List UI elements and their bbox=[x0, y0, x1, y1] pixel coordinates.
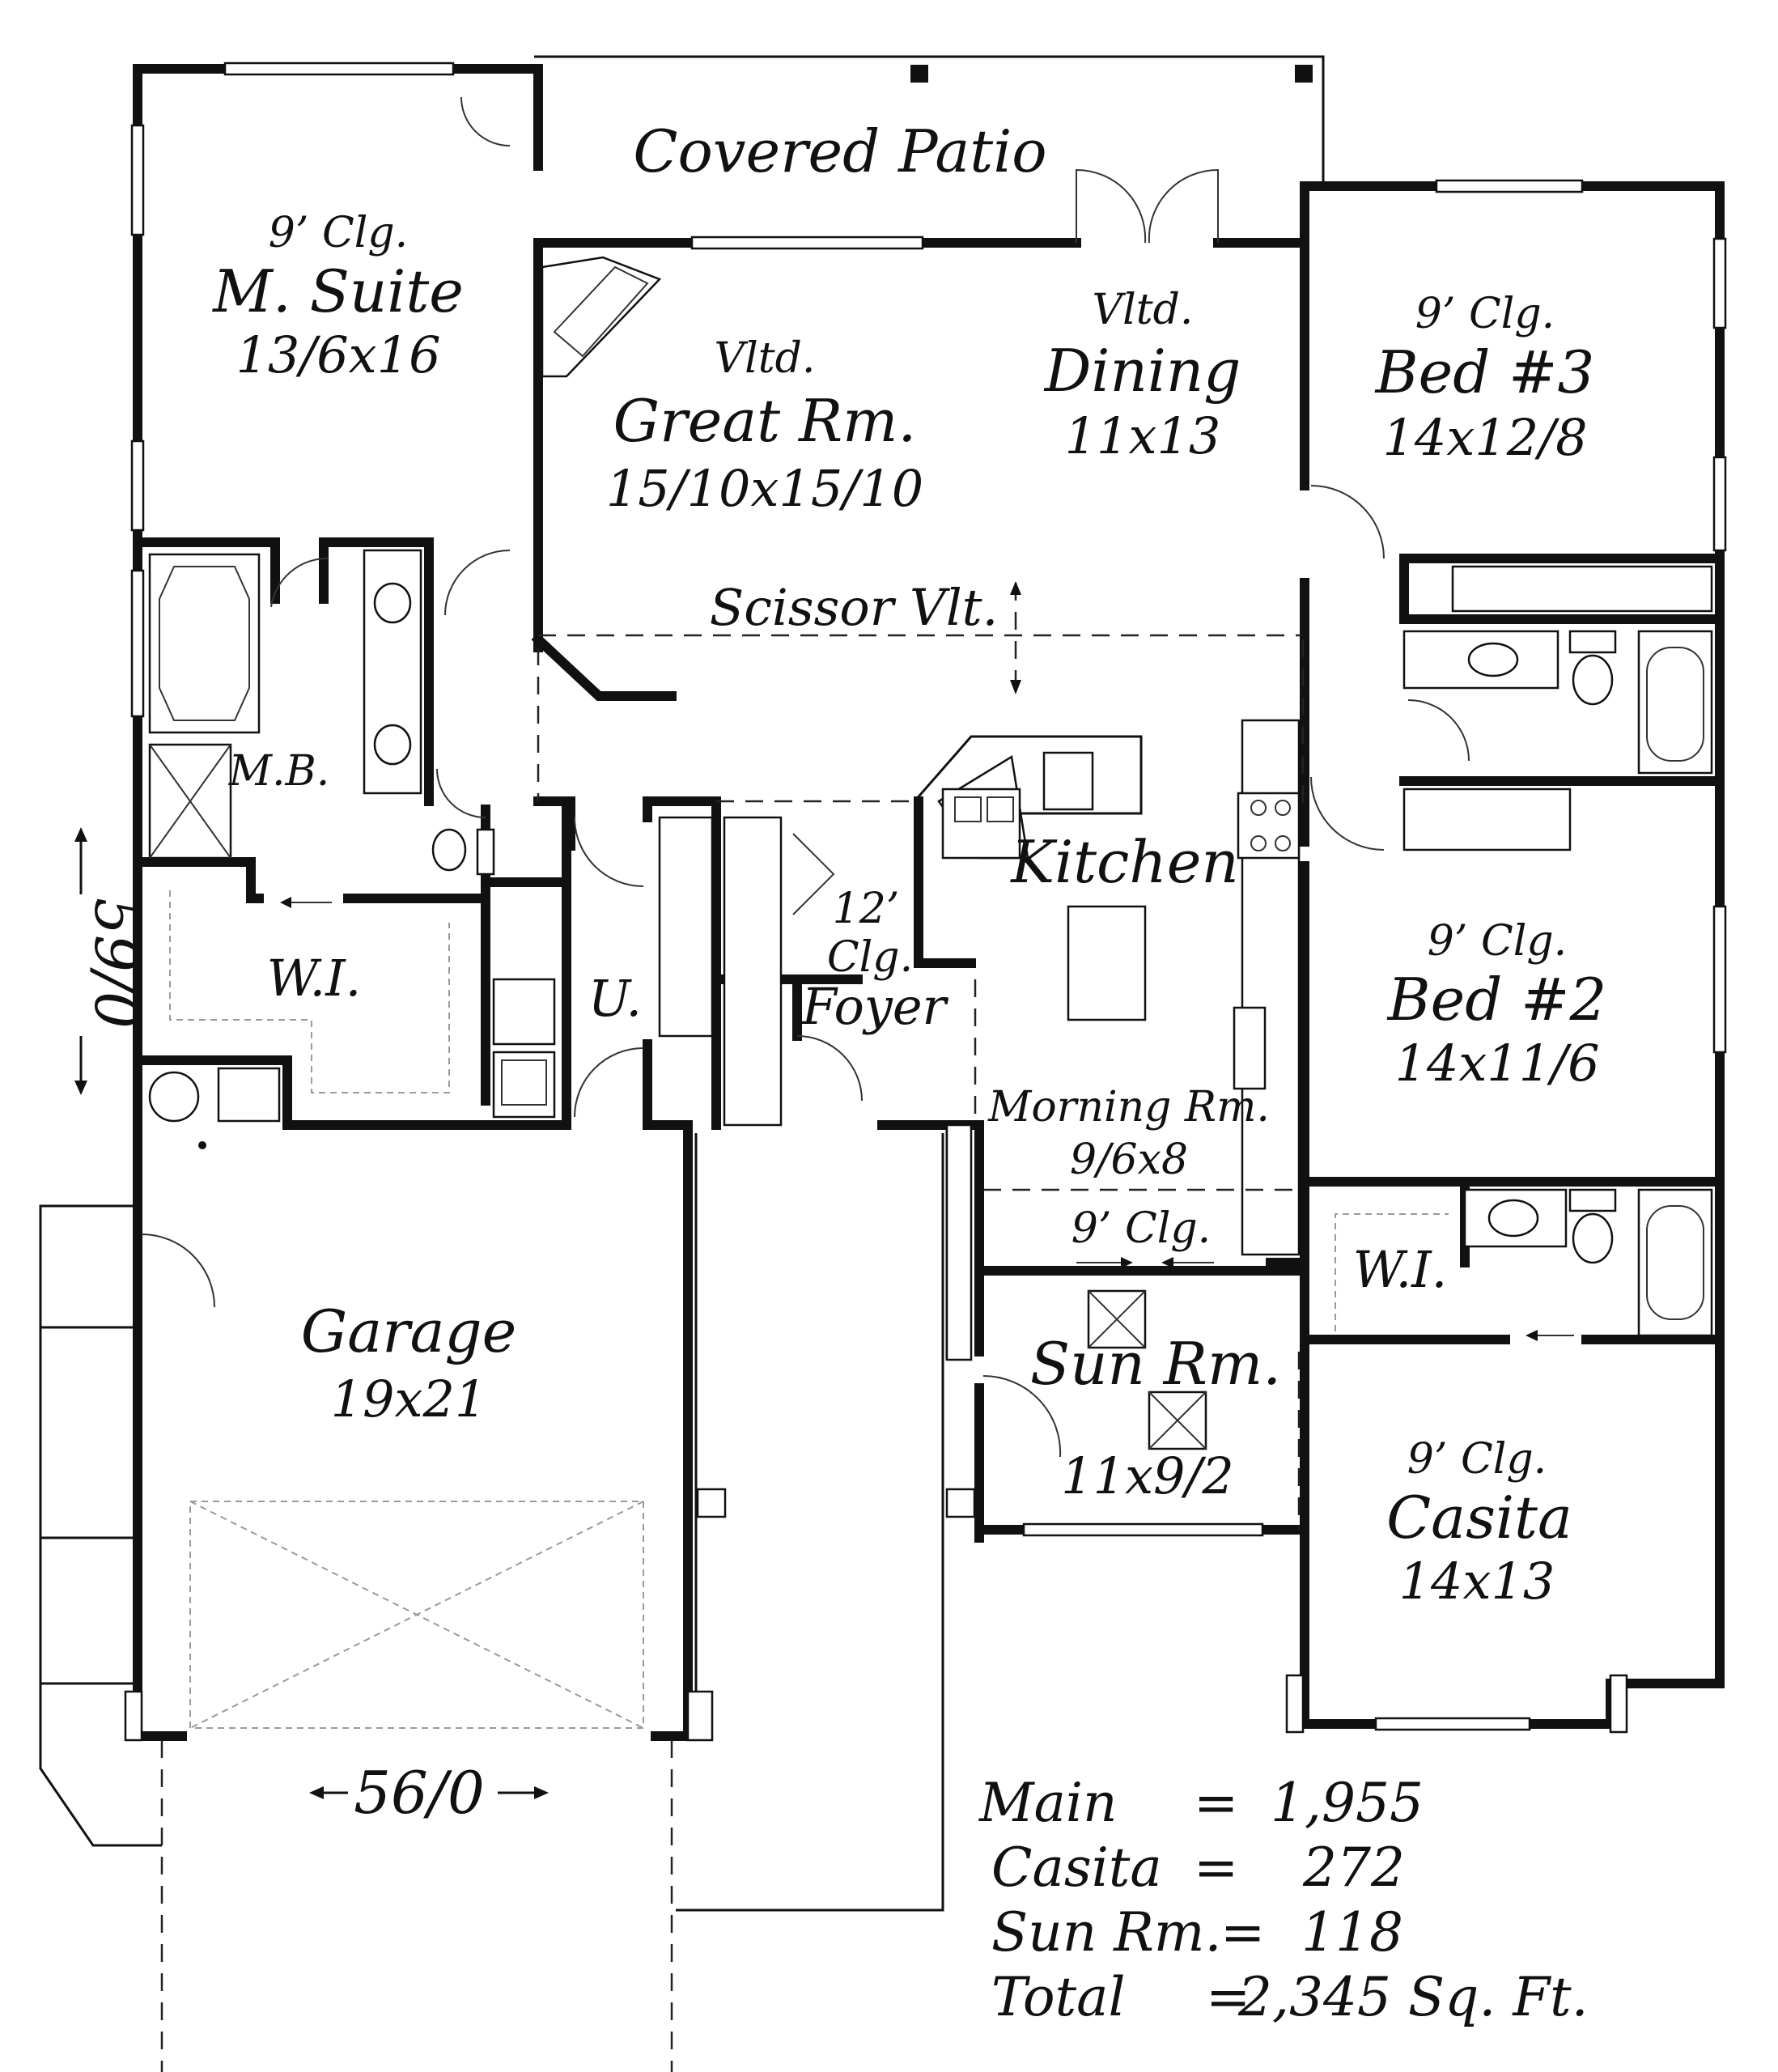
area-value-total: 2,345 Sq. Ft. bbox=[1237, 1966, 1589, 2028]
utility-label: U. bbox=[588, 969, 642, 1028]
area-label-main: Main bbox=[978, 1772, 1118, 1834]
sun-room-name: Sun Rm. bbox=[1030, 1330, 1281, 1398]
dining-ceiling: Vltd. bbox=[1093, 286, 1194, 334]
scissor-vault-label: Scissor Vlt. bbox=[710, 578, 999, 637]
casita-closet-label: W.I. bbox=[1353, 1240, 1448, 1299]
walls bbox=[133, 64, 1725, 1741]
master-suite-name: M. Suite bbox=[211, 257, 464, 325]
bed2-name: Bed #2 bbox=[1386, 966, 1607, 1034]
area-value-main: 1,955 bbox=[1271, 1772, 1424, 1834]
dining-size: 11x13 bbox=[1065, 406, 1221, 465]
master-suite-size: 13/6x16 bbox=[236, 325, 440, 384]
width-dimension: 56/0 bbox=[354, 1759, 485, 1827]
great-room-name: Great Rm. bbox=[613, 387, 917, 455]
great-room-ceiling: Vltd. bbox=[715, 334, 816, 383]
kitchen-label: Kitchen bbox=[1009, 828, 1238, 896]
master-suite-ceiling: 9’ Clg. bbox=[269, 209, 408, 257]
area-summary: Main = 1,955 Casita = 272 Sun Rm. = 118 … bbox=[978, 1772, 1589, 2028]
details bbox=[39, 55, 1727, 2072]
bed2-ceiling: 9’ Clg. bbox=[1428, 917, 1567, 966]
area-eq-total: = bbox=[1206, 1966, 1250, 2028]
garage-name: Garage bbox=[301, 1297, 516, 1365]
bed3-name: Bed #3 bbox=[1374, 338, 1595, 406]
sun-room-size: 11x9/2 bbox=[1061, 1446, 1234, 1505]
foyer-ceiling-1: 12’ bbox=[833, 885, 900, 933]
bed3-ceiling: 9’ Clg. bbox=[1415, 290, 1555, 338]
area-label-casita: Casita bbox=[991, 1836, 1162, 1899]
foyer-name: Foyer bbox=[801, 977, 949, 1036]
garage-size: 19x21 bbox=[331, 1369, 487, 1429]
covered-patio-label: Covered Patio bbox=[633, 117, 1046, 185]
area-label-sun: Sun Rm. bbox=[991, 1901, 1221, 1964]
foyer-ceiling-2: Clg. bbox=[827, 933, 913, 982]
morning-room-name: Morning Rm. bbox=[987, 1083, 1270, 1132]
casita-name: Casita bbox=[1386, 1484, 1572, 1552]
area-eq-sun: = bbox=[1220, 1901, 1265, 1964]
area-eq-casita: = bbox=[1194, 1836, 1238, 1899]
morning-room-size: 9/6x8 bbox=[1070, 1136, 1188, 1184]
master-closet-label: W.I. bbox=[267, 949, 362, 1008]
area-label-total: Total bbox=[991, 1966, 1126, 2028]
master-bath-label: M.B. bbox=[228, 747, 330, 796]
casita-ceiling: 9’ Clg. bbox=[1407, 1435, 1547, 1484]
casita-size: 14x13 bbox=[1399, 1552, 1555, 1611]
area-value-sun: 118 bbox=[1301, 1901, 1403, 1964]
room-labels: Covered Patio 9’ Clg. M. Suite 13/6x16 V… bbox=[82, 117, 1606, 1827]
sun-room-ceiling: 9’ Clg. bbox=[1071, 1204, 1211, 1253]
bed3-size: 14x12/8 bbox=[1382, 408, 1587, 467]
bed2-size: 14x11/6 bbox=[1394, 1034, 1599, 1093]
great-room-size: 15/10x15/10 bbox=[606, 459, 923, 518]
depth-dimension: 59/0 bbox=[82, 898, 150, 1029]
area-value-casita: 272 bbox=[1302, 1836, 1405, 1899]
area-eq-main: = bbox=[1194, 1772, 1238, 1834]
dining-name: Dining bbox=[1043, 337, 1241, 405]
